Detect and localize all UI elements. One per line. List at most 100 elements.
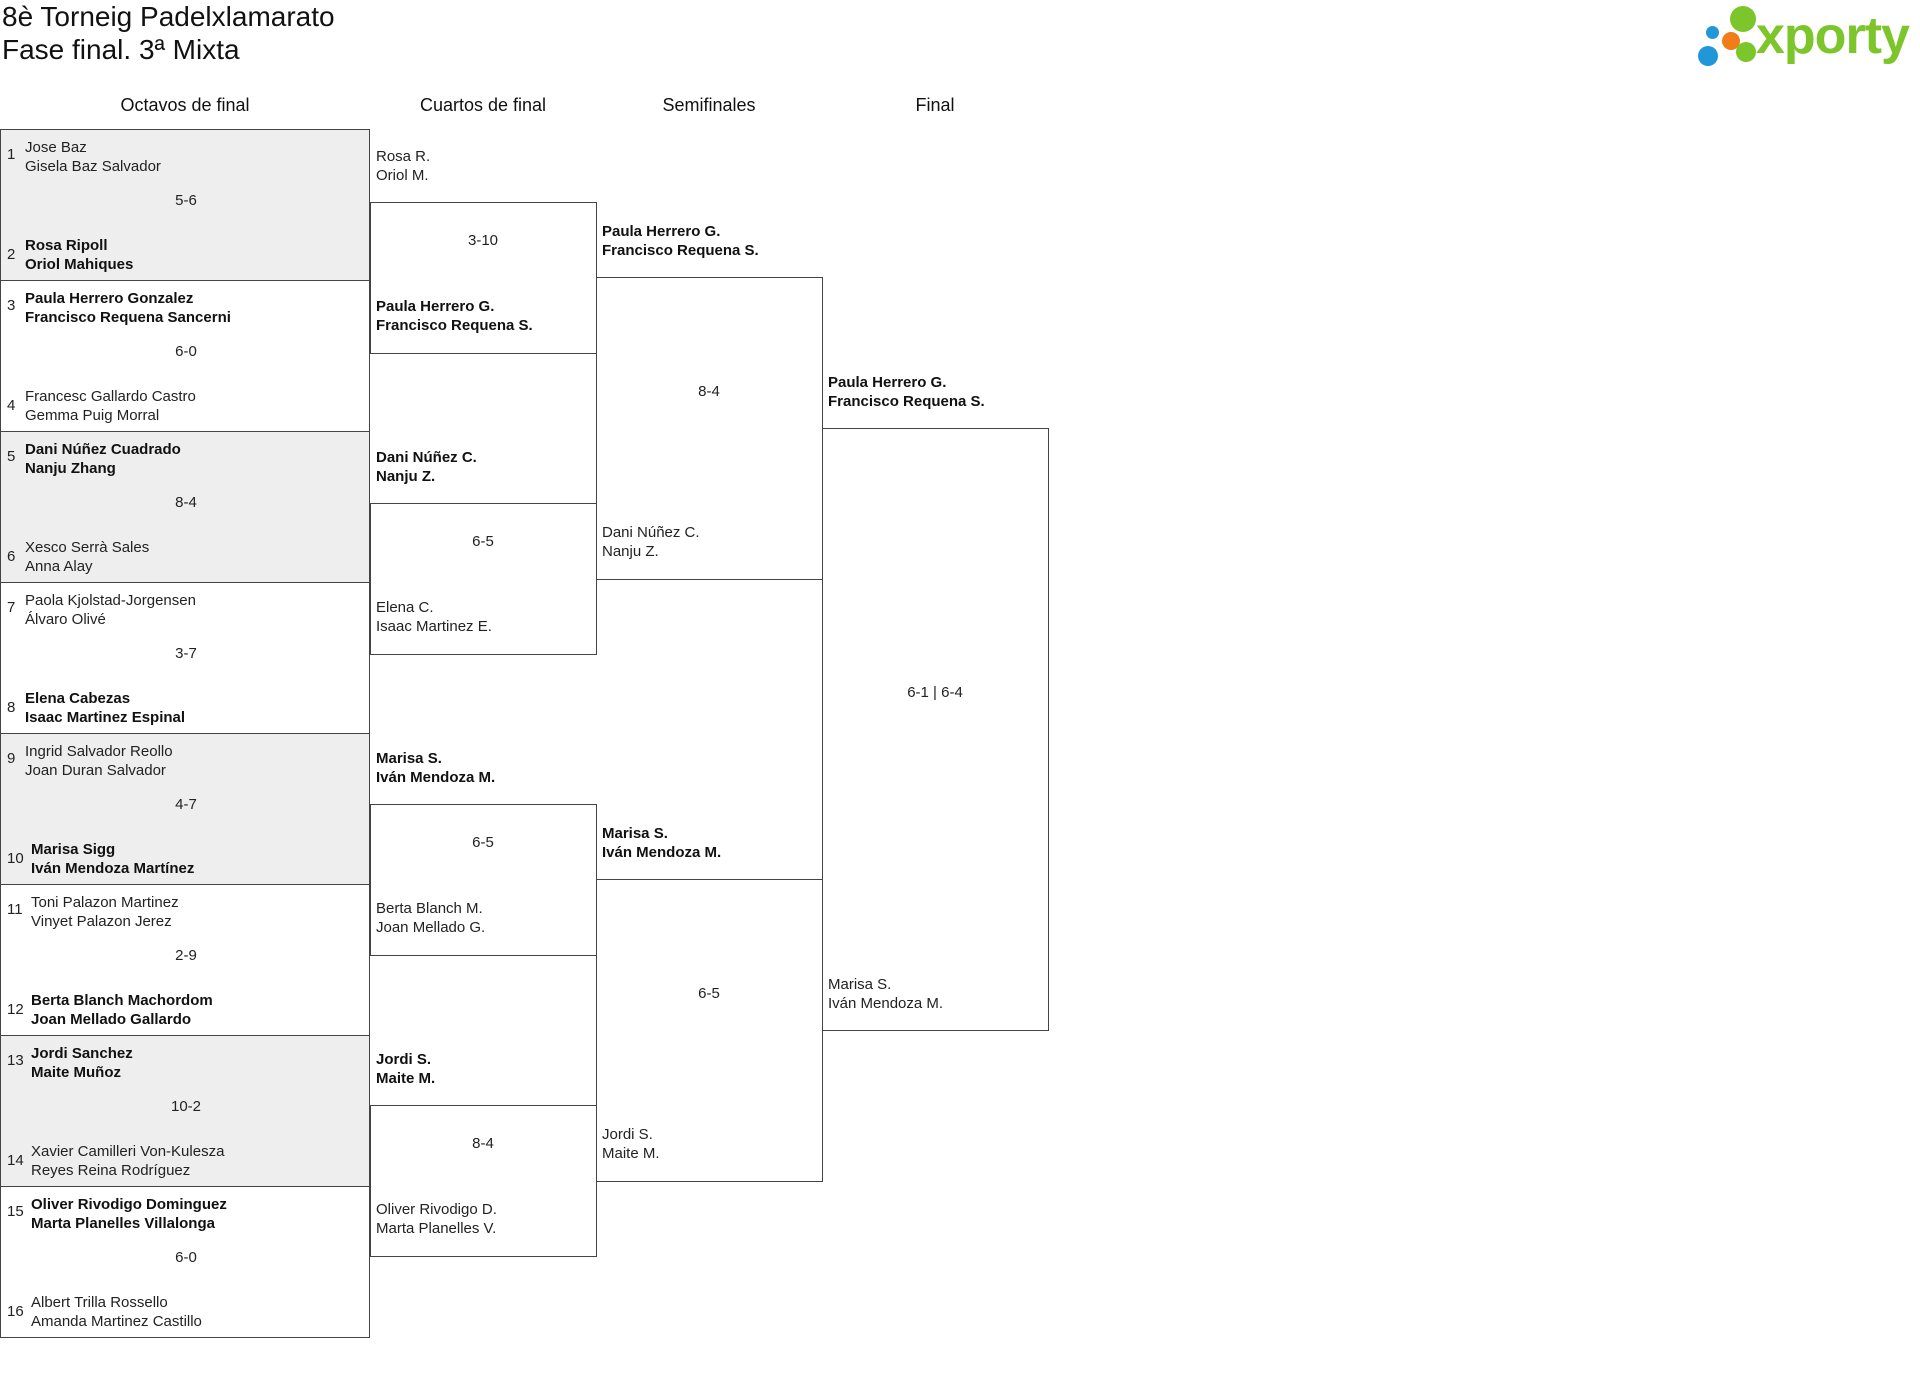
qf-pair: Dani Núñez C.Nanju Z. [376, 449, 477, 485]
match-score: 4-7 [175, 796, 197, 813]
player-name: Jordi Sanchez [31, 1045, 133, 1062]
player-name: Elena Cabezas [25, 690, 131, 707]
logo-dot-blue-small-icon [1706, 26, 1719, 39]
seed-number: 11 [7, 901, 23, 918]
player-name: Paola Kjolstad-Jorgensen [25, 592, 196, 609]
logo-dot-green-small-icon [1736, 42, 1756, 62]
sf-pair: Jordi S.Maite M. [602, 1126, 660, 1162]
qf-connector [370, 1105, 597, 1257]
seed-number: 4 [7, 397, 16, 414]
seed-number: 1 [7, 146, 16, 163]
final-score: 6-1 | 6-4 [907, 684, 963, 701]
player-name: Isaac Martinez Espinal [25, 709, 186, 726]
final-connector [822, 428, 1049, 1031]
logo-text: xporty [1756, 7, 1910, 65]
player-name: Xesco Serrà Sales [25, 539, 150, 556]
player-name: Vinyet Palazon Jerez [31, 913, 172, 930]
seed-number: 5 [7, 448, 16, 465]
player-name: Francisco Requena Sancerni [25, 309, 231, 326]
seed-number: 10 [7, 850, 24, 867]
title-line-2: Fase final. 3ª Mixta [2, 34, 240, 65]
round-header-qf: Cuartos de final [419, 95, 547, 115]
player-name: Oliver Rivodigo Dominguez [31, 1196, 227, 1213]
qf-score: 3-10 [467, 232, 499, 249]
player-name: Anna Alay [25, 558, 93, 575]
player-name: Reyes Reina Rodríguez [31, 1162, 191, 1179]
player-name: Ingrid Salvador Reollo [25, 743, 173, 760]
match-score: 2-9 [175, 947, 197, 964]
logo-dot-green-large-icon [1730, 6, 1756, 32]
seed-number: 3 [7, 297, 16, 314]
player-name: Marta Planelles Villalonga [31, 1215, 215, 1232]
seed-number: 2 [7, 246, 16, 263]
round-header-final: Final [915, 95, 955, 115]
sf-pair: Dani Núñez C.Nanju Z. [602, 524, 700, 560]
match-score: 10-2 [170, 1098, 202, 1115]
player-name: Oriol Mahiques [25, 256, 134, 273]
seed-number: 16 [7, 1303, 24, 1320]
match-score: 5-6 [175, 192, 197, 209]
player-name: Xavier Camilleri Von-Kulesza [31, 1143, 225, 1160]
match-score: 6-0 [175, 1249, 197, 1266]
seed-number: 9 [7, 750, 16, 767]
sf-connector [596, 277, 823, 580]
seed-number: 14 [7, 1152, 24, 1169]
qf-pair: Marisa S.Iván Mendoza M. [376, 750, 496, 786]
player-name: Álvaro Olivé [25, 611, 106, 628]
qf-pair: Jordi S.Maite M. [376, 1051, 436, 1087]
seed-number: 15 [7, 1203, 24, 1220]
player-name: Toni Palazon Martinez [31, 894, 179, 911]
logo-dot-orange-icon [1722, 32, 1740, 50]
player-name: Francesc Gallardo Castro [25, 388, 196, 405]
player-name: Joan Mellado Gallardo [31, 1011, 192, 1028]
final-pair: Paula Herrero G.Francisco Requena S. [828, 374, 985, 410]
player-name: Joan Duran Salvador [25, 762, 166, 779]
qf-score: 8-4 [472, 1135, 494, 1152]
qf-pair: Rosa R.Oriol M. [376, 148, 431, 184]
qf-score: 6-5 [472, 533, 494, 550]
qf-pair: Berta Blanch M.Joan Mellado G. [376, 900, 486, 936]
seed-number: 6 [7, 548, 16, 565]
player-name: Berta Blanch Machordom [31, 992, 213, 1009]
final-pair: Marisa S.Iván Mendoza M. [828, 976, 944, 1012]
tournament-title: 8è Torneig Padelxlamarato Fase final. 3ª… [2, 0, 335, 66]
qf-pair: Elena C.Isaac Martinez E. [376, 599, 492, 635]
seed-number: 7 [7, 599, 16, 616]
match-score: 6-0 [175, 343, 197, 360]
player-name: Gemma Puig Morral [25, 407, 160, 424]
seed-number: 12 [7, 1001, 24, 1018]
player-name: Maite Muñoz [31, 1064, 121, 1081]
sf-score: 8-4 [698, 383, 720, 400]
player-name: Paula Herrero Gonzalez [25, 290, 194, 307]
player-name: Nanju Zhang [25, 460, 116, 477]
title-line-1: 8è Torneig Padelxlamarato [2, 1, 335, 32]
player-name: Iván Mendoza Martínez [31, 860, 195, 877]
logo-dot-blue-icon [1698, 46, 1718, 66]
player-name: Jose Baz [25, 139, 87, 156]
sf-pair: Marisa S.Iván Mendoza M. [602, 825, 722, 861]
xporty-logo: xporty [1696, 4, 1920, 70]
player-name: Albert Trilla Rossello [31, 1294, 168, 1311]
player-name: Rosa Ripoll [25, 237, 108, 254]
